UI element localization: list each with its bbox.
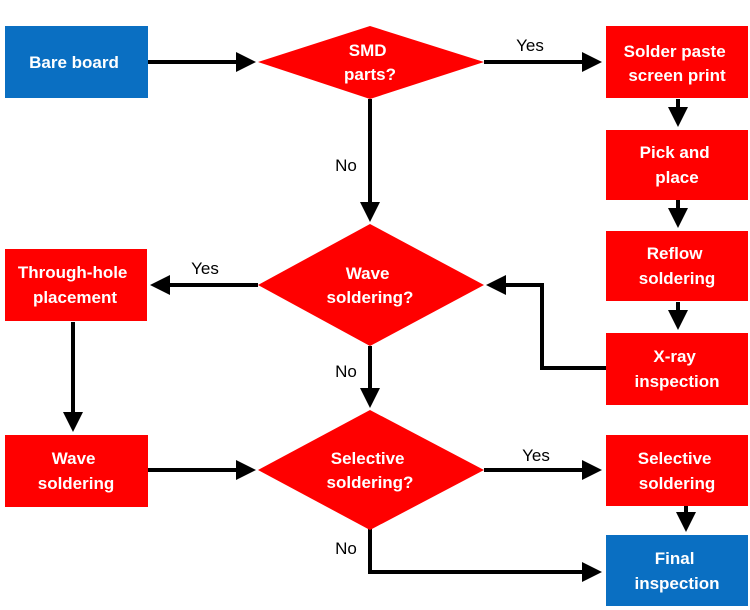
selective-process-line2: soldering [639, 474, 716, 493]
edges [63, 52, 696, 582]
reflow-shape [606, 231, 748, 301]
final-inspection-line1: Final [655, 549, 695, 568]
node-final-inspection: Final inspection [606, 535, 748, 606]
wave-decision-line1: Wave [346, 264, 390, 283]
node-bare-board: Bare board [5, 26, 148, 98]
final-inspection-shape [606, 535, 748, 606]
xray-shape [606, 333, 748, 405]
node-reflow: Reflow soldering [606, 231, 748, 301]
svg-text:Reflow soldering: Reflow soldering [639, 244, 716, 288]
final-inspection-line2: inspection [634, 574, 719, 593]
pick-place-line2: place [655, 168, 698, 187]
node-wave-process: Wave soldering [5, 435, 148, 507]
selective-process-line1: Selective [638, 449, 712, 468]
selective-decision-line2: soldering? [327, 473, 414, 492]
decision-wave-soldering: Wave soldering? [258, 224, 484, 346]
svg-text:Wave soldering: Wave soldering [38, 449, 115, 493]
svg-text:SMD parts?: SMD parts? [344, 41, 396, 84]
svg-text:Bare board: Bare board [29, 53, 119, 72]
through-hole-line2: placement [33, 288, 117, 307]
selective-decision-shape [258, 410, 484, 530]
solder-paste-line1: Solder paste [624, 42, 726, 61]
edge-selective-no-to-final [368, 528, 602, 582]
bare-board-label: Bare board [29, 53, 119, 72]
node-pick-place: Pick and place [606, 130, 748, 200]
bare-board-shape [5, 26, 148, 98]
reflow-line2: soldering [639, 269, 716, 288]
selective-decision-line1: Selective [331, 449, 405, 468]
xray-line1: X-ray [653, 347, 696, 366]
node-xray: X-ray inspection [606, 333, 748, 405]
svg-text:Solder paste screen prin: Solder paste screen print [624, 42, 731, 85]
smd-parts-shape [258, 26, 484, 99]
decision-selective-soldering: Selective soldering? [258, 410, 484, 530]
decision-smd-parts: SMD parts? [258, 26, 484, 99]
label-wave-yes: Yes [191, 259, 219, 278]
wave-decision-shape [258, 224, 484, 346]
smd-parts-line1: SMD [349, 41, 387, 60]
wave-process-shape [5, 435, 148, 507]
node-solder-paste: Solder paste screen print [606, 26, 748, 98]
node-selective-process: Selective soldering [606, 435, 748, 506]
solder-paste-shape [606, 26, 748, 98]
through-hole-line1: Through-hole [18, 263, 128, 282]
label-selective-no: No [335, 539, 357, 558]
label-smd-yes: Yes [516, 36, 544, 55]
pick-place-line1: Pick and [640, 143, 710, 162]
svg-text:Final inspection: Final inspection [634, 549, 719, 593]
node-through-hole: Through-hole placement [5, 249, 147, 321]
svg-text:X-ray inspection: X-ray inspection [634, 347, 719, 391]
smd-parts-line2: parts? [344, 65, 396, 84]
svg-text:Through-hole placement: Through-hole placement [18, 263, 132, 307]
label-smd-no: No [335, 156, 357, 175]
svg-text:Selective soldering?: Selective soldering? [327, 449, 414, 492]
xray-line2: inspection [634, 372, 719, 391]
edge-xray-to-wave-decision [486, 275, 606, 370]
wave-process-line2: soldering [38, 474, 115, 493]
wave-decision-line2: soldering? [327, 288, 414, 307]
selective-process-shape [606, 435, 748, 506]
reflow-line1: Reflow [647, 244, 704, 263]
solder-paste-line2: screen print [628, 66, 726, 85]
through-hole-shape [5, 249, 147, 321]
label-wave-no: No [335, 362, 357, 381]
svg-text:Wave soldering?: Wave soldering? [327, 264, 414, 307]
label-selective-yes: Yes [522, 446, 550, 465]
edge-labels: Yes No Yes No Yes No [191, 36, 550, 558]
pick-place-shape [606, 130, 748, 200]
svg-text:Pick and place: Pick and place [640, 143, 715, 187]
wave-process-line1: Wave [52, 449, 96, 468]
svg-text:Selective soldering: Selective soldering [638, 449, 716, 493]
